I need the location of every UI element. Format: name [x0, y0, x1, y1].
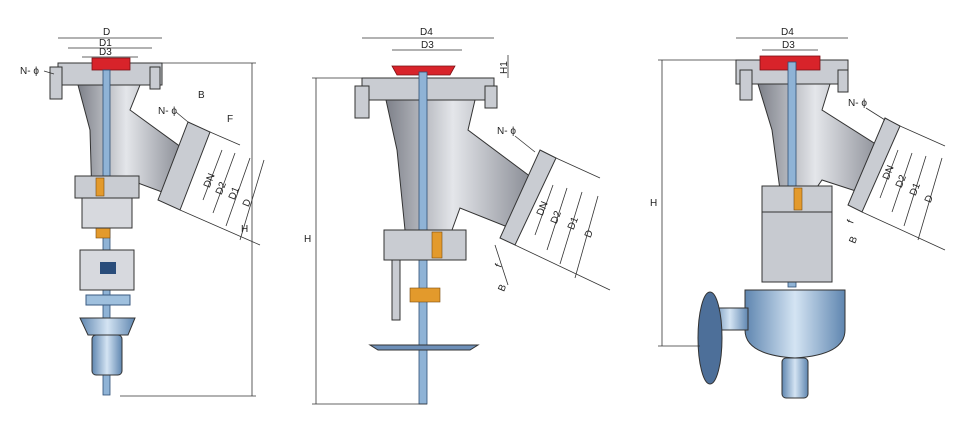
left-label-N-phi-side: N- ϕ — [158, 106, 177, 117]
left-leader-N-phi-side — [175, 111, 189, 123]
left-gear-block — [100, 262, 116, 274]
right-label-N-phi: N- ϕ — [848, 98, 867, 109]
right-side-ext-a — [899, 125, 946, 147]
right-actuator-nozzle — [781, 357, 809, 399]
mid-label-H1: H1 — [499, 61, 510, 74]
right-dim-DN-line — [879, 149, 899, 199]
mid-bolt-left — [354, 85, 370, 119]
mid-nut-lower — [409, 287, 441, 303]
right-bolt-right — [837, 69, 849, 93]
mid-red-handwheel — [391, 65, 456, 76]
right-label-D: D — [923, 194, 936, 205]
mid-label-DN: DN — [535, 200, 551, 218]
left-actuator-disc — [79, 317, 136, 336]
left-nut-lower — [95, 227, 111, 239]
mid-dim-D1-line — [559, 191, 583, 265]
mid-label-D4: D4 — [420, 27, 433, 38]
right-bolt-left — [739, 69, 753, 101]
right-valve: D4 D3 N- ϕ DN D2 D1 D f B H — [650, 27, 946, 399]
left-dim-DN-line — [202, 149, 223, 201]
left-collar — [85, 294, 131, 306]
mid-dim-D2-line — [546, 187, 568, 251]
left-label-D: D — [103, 27, 110, 38]
right-label-D4: D4 — [781, 27, 794, 38]
mid-leader-N-phi — [514, 135, 536, 153]
left-dim-D1-side-line — [225, 157, 251, 227]
mid-fb-ext — [494, 244, 509, 286]
mid-bolt-right — [484, 85, 498, 109]
mid-dim-DN-line — [534, 184, 554, 236]
right-label-D1: D1 — [908, 181, 923, 197]
mid-label-D2: D2 — [549, 209, 564, 225]
mid-label-D: D — [583, 229, 596, 240]
right-label-DN: DN — [881, 164, 897, 182]
left-actuator-body — [91, 334, 123, 376]
mid-label-f: f — [493, 262, 504, 269]
left-dim-D2-line — [212, 152, 236, 214]
left-label-D1-side: D1 — [227, 185, 242, 201]
left-label-D2: D2 — [214, 180, 229, 196]
right-label-H: H — [650, 198, 657, 209]
left-label-D3: D3 — [99, 47, 112, 58]
mid-label-B: B — [496, 283, 509, 294]
left-label-F: F — [227, 114, 233, 125]
left-bolt-right — [149, 66, 161, 90]
right-leader-N-phi — [865, 107, 886, 121]
right-side-ext-b — [861, 211, 946, 251]
left-label-DN: DN — [202, 172, 218, 190]
right-nut — [793, 187, 803, 211]
right-label-D2: D2 — [894, 173, 909, 189]
left-label-D-side: D — [241, 198, 254, 209]
mid-top-flange — [361, 77, 495, 101]
left-side-ext-b — [179, 209, 261, 246]
left-label-H: H — [241, 224, 248, 235]
left-red-cap — [91, 57, 131, 71]
left-label-B: B — [198, 90, 205, 101]
left-bolt-left — [49, 66, 63, 100]
right-yoke-housing — [761, 211, 833, 283]
mid-label-D1: D1 — [566, 215, 581, 231]
mid-handwheel-bottom — [368, 344, 480, 351]
right-label-f: f — [845, 218, 856, 225]
mid-label-H: H — [304, 234, 311, 245]
right-label-B: B — [847, 235, 860, 246]
right-label-D3: D3 — [782, 40, 795, 51]
right-actuator-body — [744, 289, 846, 359]
left-label-N-phi: N- ϕ — [20, 66, 39, 77]
left-valve: D D1 D3 N- ϕ B F N- ϕ DN D2 D1 D H — [20, 27, 265, 397]
mid-label-N-phi: N- ϕ — [497, 126, 516, 137]
mid-side-ext-b — [514, 244, 611, 291]
mid-nut-upper — [431, 231, 443, 259]
left-nut-upper — [95, 177, 105, 197]
mid-bonnet — [383, 229, 467, 261]
left-bonnet — [74, 175, 140, 199]
mid-column — [391, 259, 401, 321]
right-stem — [787, 61, 797, 288]
left-gear-frame — [79, 249, 135, 291]
right-dim-D1-line — [903, 155, 927, 227]
left-leader-N-phi — [43, 70, 55, 75]
mid-side-ext-a — [555, 157, 601, 179]
left-yoke — [81, 197, 133, 229]
right-handwheel — [697, 291, 723, 385]
mid-dim-D-line — [574, 195, 599, 279]
left-side-ext-a — [209, 131, 241, 146]
right-dim-D-line — [917, 157, 943, 241]
right-dim-D2-line — [891, 152, 913, 213]
left-label-D1: D1 — [99, 38, 112, 49]
middle-valve: D4 D3 H1 N- ϕ DN D2 D1 D f B H — [304, 27, 611, 405]
mid-label-D3: D3 — [421, 40, 434, 51]
